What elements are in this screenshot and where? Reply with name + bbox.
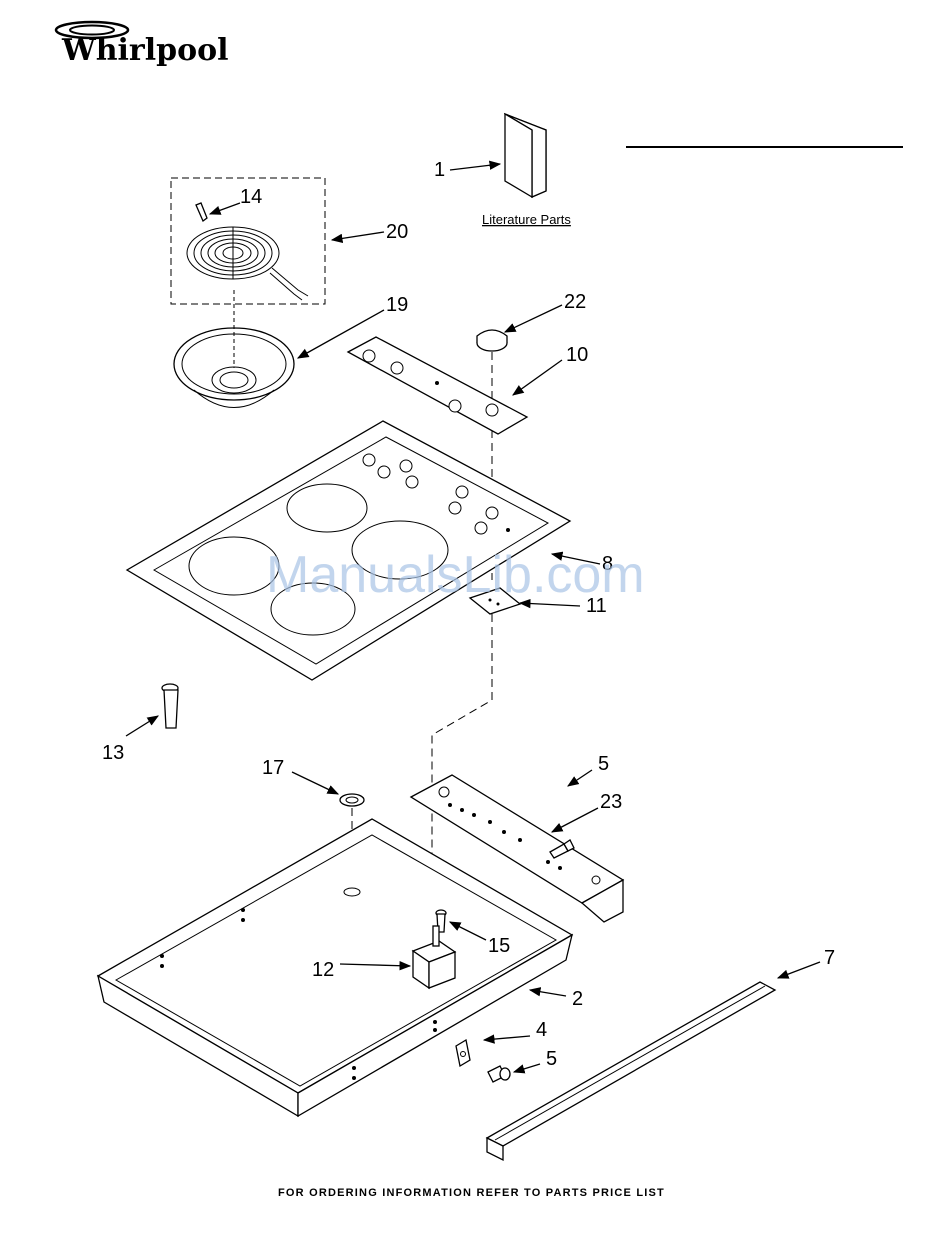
callout-12: 12	[312, 959, 334, 981]
footer-ordering-info: FOR ORDERING INFORMATION REFER TO PARTS …	[278, 1187, 665, 1199]
callout-17: 17	[262, 757, 284, 779]
part-17-grommet	[340, 794, 364, 806]
part-5-screw-lower	[488, 1066, 510, 1082]
watermark: ManualsLib.com	[266, 546, 645, 604]
part-14-clip-icon	[196, 203, 207, 221]
part-4-clip	[456, 1040, 470, 1066]
callout-14: 14	[240, 186, 262, 208]
callout-2: 2	[572, 988, 583, 1010]
part-10-control-overlay	[348, 337, 527, 434]
callout-7: 7	[824, 947, 835, 969]
callout-19: 19	[386, 294, 408, 316]
callout-22: 22	[564, 291, 586, 313]
whirlpool-logo: Whirlpool	[56, 22, 229, 68]
part-1-literature	[450, 114, 546, 197]
callout-5-upper: 5	[598, 753, 609, 775]
callout-23: 23	[600, 791, 622, 813]
part-13-plug	[162, 684, 178, 728]
callout-5-lower: 5	[546, 1048, 557, 1070]
part-20-coil-element	[187, 203, 308, 300]
part-22-knob	[477, 330, 507, 351]
callout-10: 10	[566, 344, 588, 366]
callout-1: 1	[434, 159, 445, 181]
callout-13: 13	[102, 742, 124, 764]
callout-20: 20	[386, 221, 408, 243]
literature-parts-label: Literature Parts	[482, 212, 571, 227]
callout-15: 15	[488, 935, 510, 957]
callout-4: 4	[536, 1019, 547, 1041]
part-7-trim-rail	[487, 982, 775, 1160]
logo-text: Whirlpool	[61, 33, 229, 68]
